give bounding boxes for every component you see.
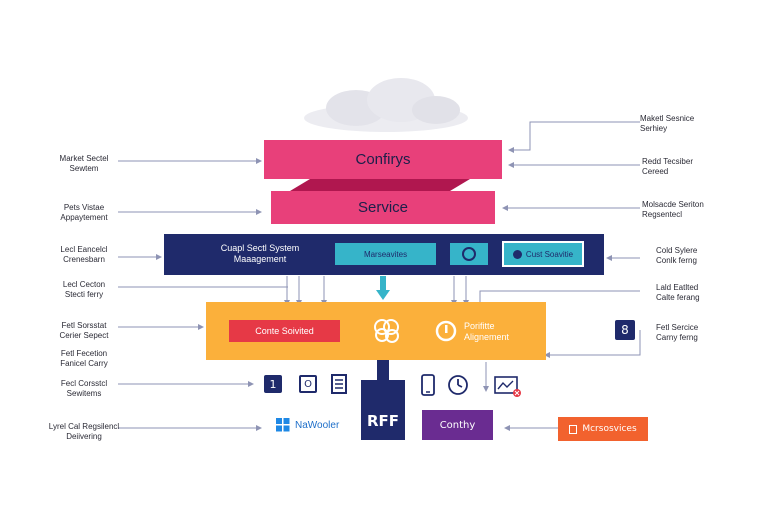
conte-soivited-chip[interactable]: Conte Soivited bbox=[229, 320, 340, 342]
brain-icon bbox=[374, 319, 399, 343]
small-service-chip[interactable] bbox=[450, 243, 488, 265]
alignment-hub[interactable]: Conte Soivited Porifitte Alignement bbox=[206, 302, 546, 360]
management-label: Cuapl Sectl System Maaagement bbox=[220, 243, 300, 264]
cust-service-icon bbox=[512, 249, 522, 259]
windows-label: NaWooler bbox=[295, 419, 340, 431]
bar-connector bbox=[290, 179, 470, 191]
windows-item[interactable]: NaWooler bbox=[276, 418, 339, 432]
confirys-bar[interactable]: Confirys bbox=[264, 140, 502, 179]
service-bar[interactable]: Service bbox=[271, 191, 495, 224]
microservices-label: Mcrsosvices bbox=[582, 424, 637, 434]
badge-o[interactable]: O bbox=[299, 375, 317, 393]
cust-service-chip[interactable]: Cust Soavitie bbox=[502, 241, 584, 267]
chart-window-icon[interactable] bbox=[494, 376, 524, 398]
management-bar[interactable]: Cuapl Sectl System Maaagement Marseavite… bbox=[164, 234, 604, 275]
portfolio-alignment-label: Porifitte Alignement bbox=[464, 321, 510, 342]
badge-8[interactable]: 8 bbox=[615, 320, 635, 340]
clock-icon[interactable] bbox=[447, 374, 469, 396]
windows-icon bbox=[276, 418, 290, 432]
globe-icon bbox=[462, 247, 476, 261]
rff-block[interactable]: RFF bbox=[361, 380, 405, 440]
badge-1[interactable]: 1 bbox=[264, 375, 282, 393]
cloud-icon bbox=[304, 78, 468, 132]
marseavites-chip[interactable]: Marseavites bbox=[335, 243, 436, 265]
conthy-label: Conthy bbox=[439, 419, 476, 431]
document-icon[interactable] bbox=[330, 374, 348, 394]
conthy-block[interactable]: Conthy bbox=[422, 410, 493, 440]
microservices-block[interactable]: Mcrsosvices bbox=[558, 417, 648, 441]
microservices-icon bbox=[569, 424, 578, 434]
refresh-icon bbox=[435, 320, 457, 342]
phone-icon[interactable] bbox=[421, 374, 435, 396]
confirys-label: Confirys bbox=[355, 151, 411, 168]
service-label: Service bbox=[357, 199, 409, 216]
rff-label: RFF bbox=[366, 412, 400, 430]
